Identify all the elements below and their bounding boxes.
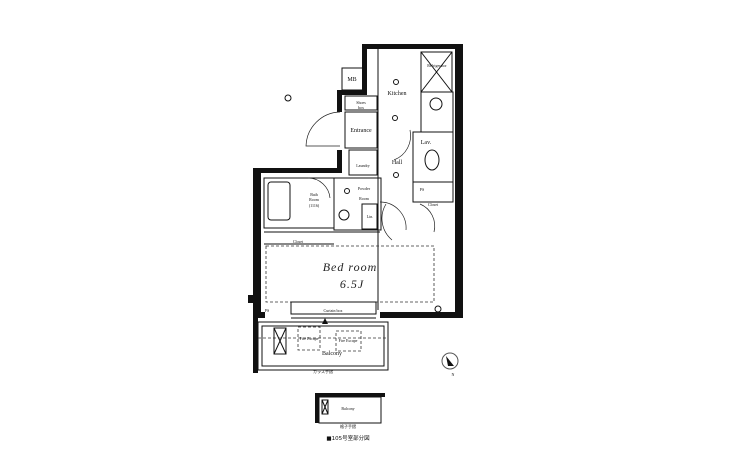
label-fire-escape-2: Fire Escape	[339, 338, 358, 343]
fixtures	[284, 79, 443, 313]
label-refrigerator: Refrigerator	[427, 63, 447, 68]
label-lav: Lav.	[421, 140, 432, 146]
label-bath: Bath	[310, 192, 318, 197]
room-labels: MB Kitchen Refrigerator Shoes box Entran…	[265, 63, 448, 442]
balcony-area	[257, 318, 389, 371]
inset-caption: ■105号室部分図	[326, 434, 370, 442]
label-powder-room: Room	[359, 196, 370, 201]
label-closet-bedroom: Closet	[293, 239, 304, 244]
inset-plan	[315, 393, 385, 424]
label-powder: Powder	[358, 186, 371, 191]
label-entrance: Entrance	[350, 128, 372, 134]
label-ps: PS	[420, 187, 424, 192]
label-linen: Lin.	[367, 214, 374, 219]
label-closet-hall: Closet	[428, 202, 439, 207]
exterior-walls	[248, 44, 463, 373]
label-shoes-box: Shoes	[356, 100, 366, 105]
label-bath-room: Room	[309, 197, 320, 202]
label-bedroom: Bed room	[323, 260, 378, 274]
label-inset-balcony: Balcony	[341, 406, 354, 411]
label-hall: Hall	[392, 160, 403, 166]
label-bath-size: (1116)	[309, 203, 320, 208]
label-shoes-box-2: box	[358, 105, 364, 110]
label-fire-escape-1: Fire Escape	[300, 336, 319, 341]
door-swings	[305, 111, 436, 241]
label-curtain-box: Curtain box	[324, 308, 343, 313]
label-glass-rail: ガラス手摺	[313, 368, 333, 374]
label-balcony: Balcony	[322, 351, 342, 357]
label-ps-2: PS	[265, 308, 269, 313]
label-inset-rail: 格子手摺	[340, 423, 356, 429]
label-laundry: Laundry	[356, 163, 370, 168]
interior-walls	[263, 49, 454, 319]
compass-label: N	[452, 372, 455, 377]
label-mb: MB	[347, 77, 356, 83]
label-kitchen: Kitchen	[388, 91, 407, 97]
north-compass: N	[441, 352, 459, 377]
label-bedroom-size: 6.5J	[340, 277, 364, 291]
